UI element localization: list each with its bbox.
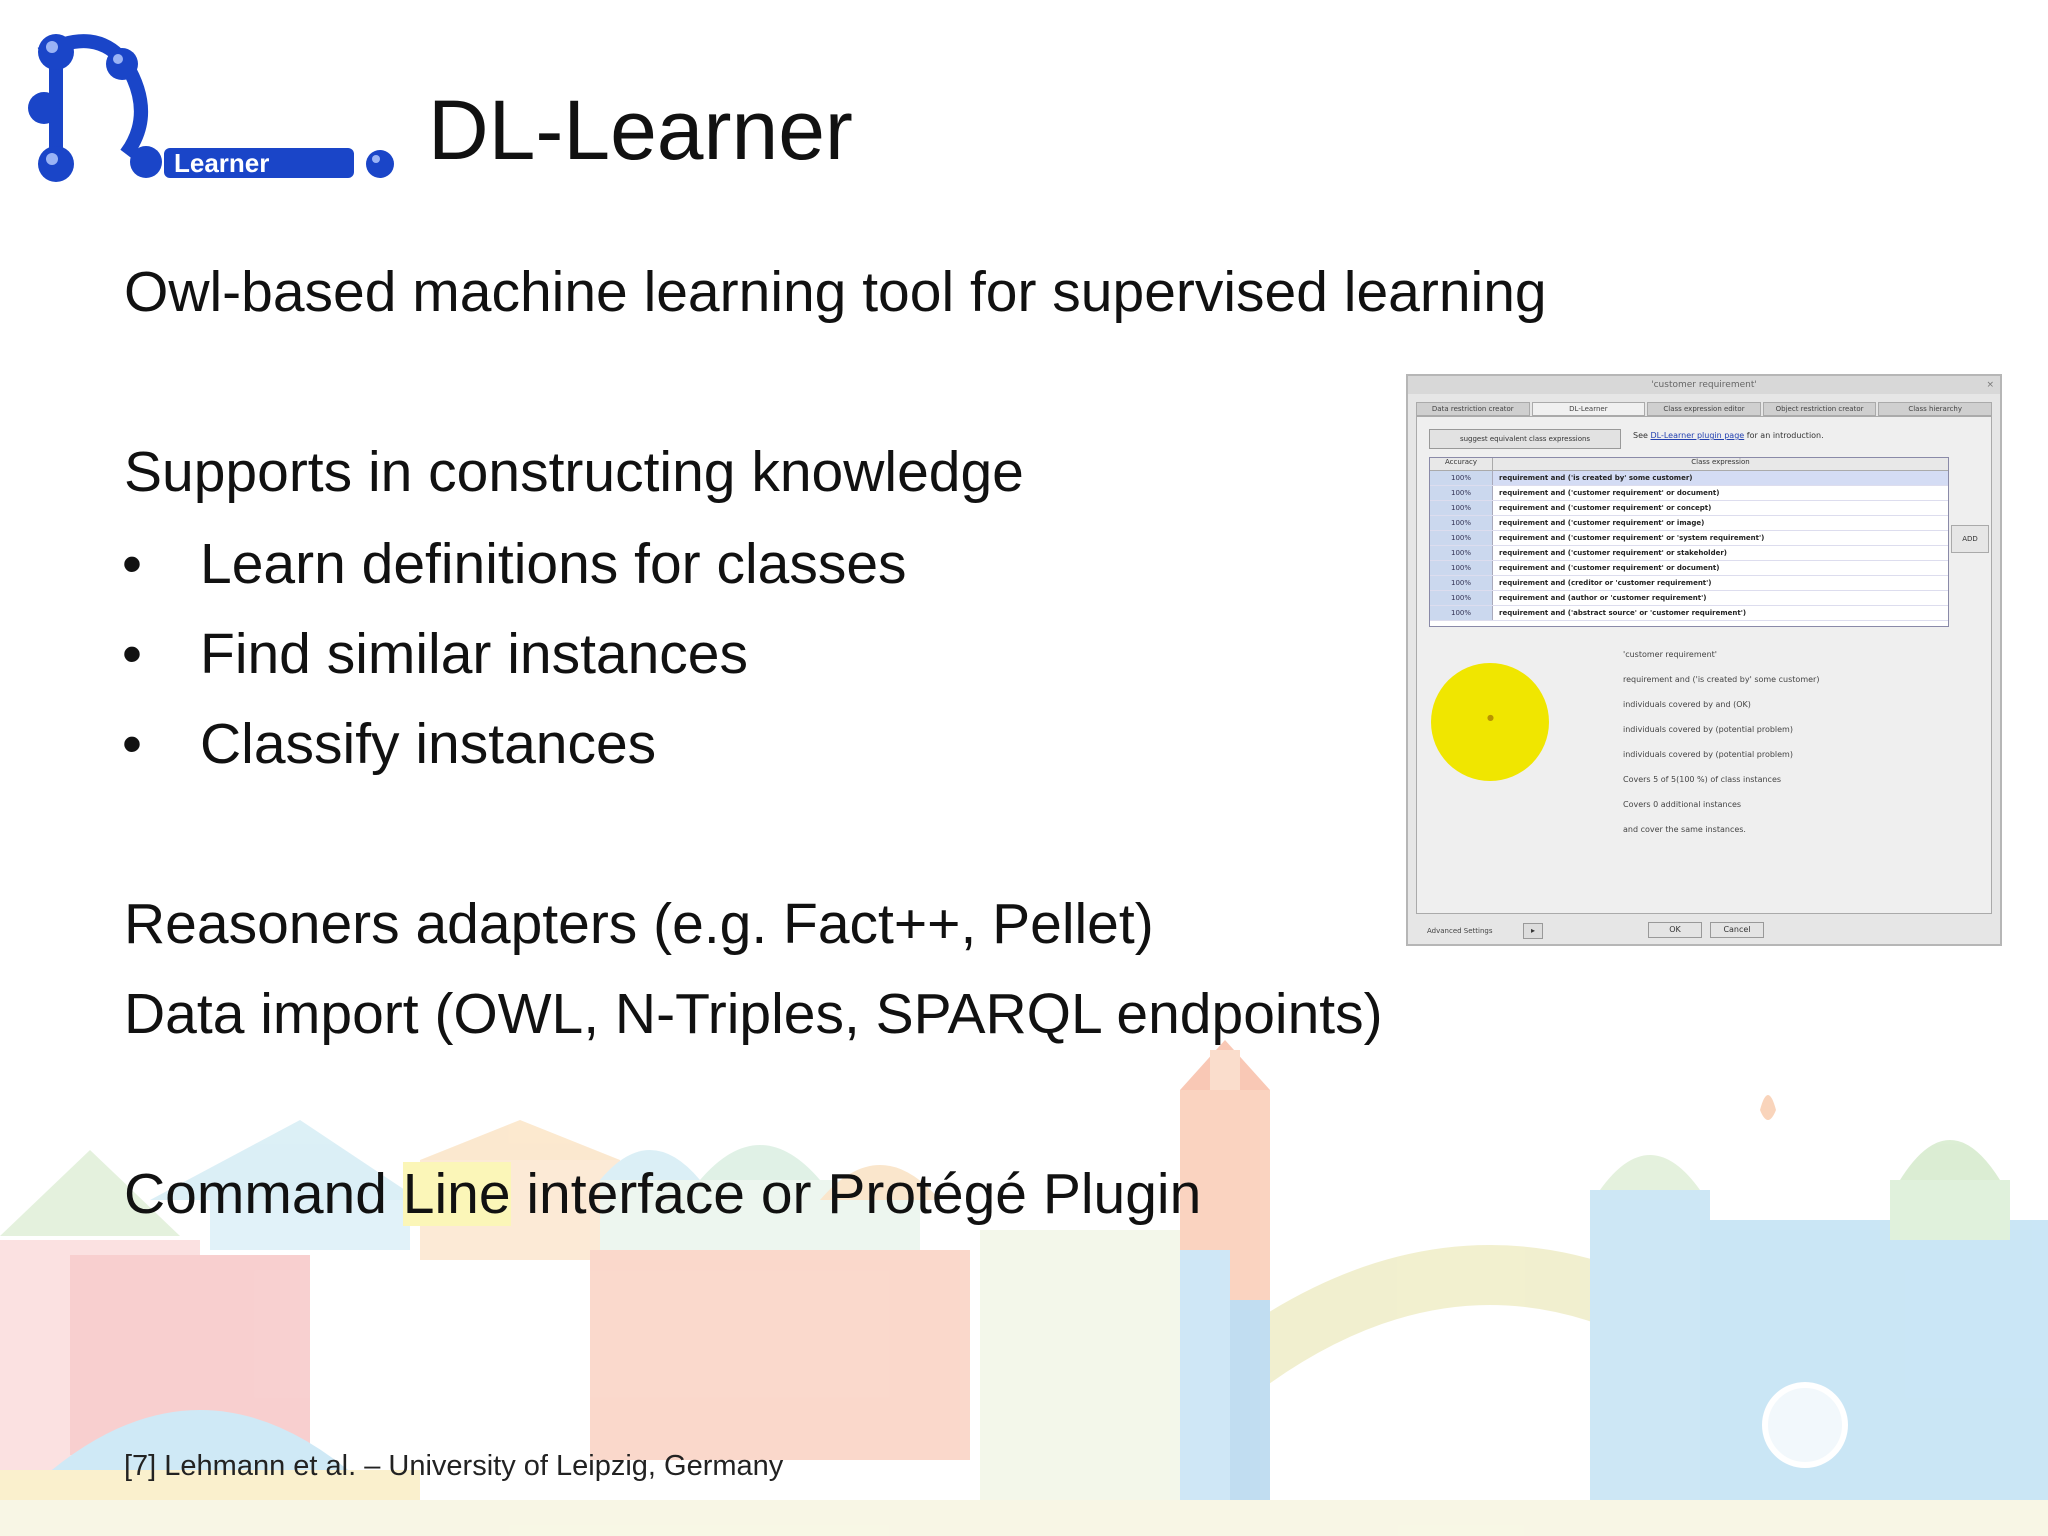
interface-line-part2: interface or Protégé Plugin bbox=[510, 1162, 1202, 1226]
expression-cell: requirement and ('customer requirement' … bbox=[1499, 519, 1705, 527]
coverage-legend: 'customer requirement' requirement and (… bbox=[1623, 649, 1843, 849]
instance-dot-icon: ● bbox=[1487, 713, 1494, 722]
intro-line: Owl-based machine learning tool for supe… bbox=[124, 260, 1547, 324]
accuracy-cell: 100% bbox=[1430, 606, 1493, 620]
expression-cell: requirement and ('customer requirement' … bbox=[1499, 534, 1765, 542]
window-title: 'customer requirement' bbox=[1408, 376, 2000, 394]
interface-line-part1: Command bbox=[124, 1162, 403, 1226]
legend-item: individuals covered by (potential proble… bbox=[1623, 750, 1793, 759]
close-icon: × bbox=[1986, 380, 1994, 390]
bullet-learn-definitions: Learn definitions for classes bbox=[200, 532, 907, 596]
legend-item: Covers 0 additional instances bbox=[1623, 800, 1742, 809]
legend-item: and cover the same instances. bbox=[1623, 825, 1746, 834]
expression-cell: requirement and (creditor or 'customer r… bbox=[1499, 579, 1712, 587]
legend-item: requirement and ('is created by' some cu… bbox=[1623, 675, 1820, 684]
cancel-button: Cancel bbox=[1710, 922, 1764, 938]
data-import-line: Data import (OWL, N-Triples, SPARQL endp… bbox=[124, 982, 1383, 1046]
accuracy-cell: 100% bbox=[1430, 591, 1493, 605]
accuracy-cell: 100% bbox=[1430, 576, 1493, 590]
expression-cell: requirement and ('customer requirement' … bbox=[1499, 504, 1712, 512]
table-row: 100% requirement and ('customer requireme… bbox=[1430, 561, 1948, 576]
table-row: 100% requirement and (creditor or 'custom… bbox=[1430, 576, 1948, 591]
bullet-classify: Classify instances bbox=[200, 712, 657, 776]
bullet-find-similar: Find similar instances bbox=[200, 622, 749, 686]
expression-cell: requirement and ('abstract source' or 'c… bbox=[1499, 609, 1747, 617]
see-prefix: See bbox=[1633, 431, 1651, 440]
plugin-page-link: DL-Learner plugin page bbox=[1650, 431, 1745, 440]
ok-button: OK bbox=[1648, 922, 1702, 938]
accuracy-cell: 100% bbox=[1430, 471, 1493, 485]
tab-bar: Data restriction creator DL-Learner Clas… bbox=[1416, 402, 1992, 416]
header-class-expression: Class expression bbox=[1691, 458, 1750, 466]
expression-cell: requirement and ('customer requirement' … bbox=[1499, 549, 1727, 557]
legend-item: Covers 5 of 5(100 %) of class instances bbox=[1623, 775, 1782, 784]
tab-dl-learner: DL-Learner bbox=[1531, 402, 1646, 416]
interface-line-highlight: Line bbox=[402, 1162, 511, 1226]
tab-class-expression-editor: Class expression editor bbox=[1647, 402, 1761, 416]
suggestions-table: Accuracy Class expression 100%requiremen… bbox=[1429, 457, 1949, 627]
intro-hint: See DL-Learner plugin page for an introd… bbox=[1633, 431, 1824, 440]
expression-cell: requirement and ('customer requirement' … bbox=[1499, 564, 1720, 572]
table-row: 100% requirement and ('abstract source' o… bbox=[1430, 606, 1948, 621]
footer-citation: [7] Lehmann et al. – University of Leipz… bbox=[124, 1450, 784, 1482]
bullet-marker: • bbox=[122, 622, 142, 686]
dl-learner-logo: Learner bbox=[28, 34, 394, 182]
accuracy-cell: 100% bbox=[1430, 516, 1493, 530]
table-row: 100% requirement and ('customer requireme… bbox=[1430, 531, 1948, 546]
table-header: Accuracy Class expression bbox=[1430, 458, 1948, 471]
expression-cell: requirement and ('is created by' some cu… bbox=[1493, 471, 1948, 485]
accuracy-cell: 100% bbox=[1430, 561, 1493, 575]
table-row: 100% requirement and (author or 'customer… bbox=[1430, 591, 1948, 606]
expression-cell: requirement and ('customer requirement' … bbox=[1499, 489, 1720, 497]
bullet-marker: • bbox=[122, 532, 142, 596]
suggest-button: suggest equivalent class expressions bbox=[1429, 429, 1621, 449]
logo-text: Learner bbox=[174, 148, 269, 178]
table-row: 100% requirement and ('customer requireme… bbox=[1430, 501, 1948, 516]
accuracy-cell: 100% bbox=[1430, 546, 1493, 560]
tab-data-restriction: Data restriction creator bbox=[1416, 402, 1530, 416]
see-suffix: for an introduction. bbox=[1744, 431, 1824, 440]
dl-learner-panel: suggest equivalent class expressions See… bbox=[1416, 416, 1992, 939]
add-button: ADD bbox=[1951, 525, 1989, 553]
interface-line: Command Line interface or Protégé Plugin bbox=[124, 1162, 1201, 1226]
accuracy-cell: 100% bbox=[1430, 531, 1493, 545]
tab-object-restriction: Object restriction creator bbox=[1762, 402, 1877, 416]
legend-item: 'customer requirement' bbox=[1623, 650, 1717, 659]
table-row: 100% requirement and ('customer requireme… bbox=[1430, 546, 1948, 561]
header-accuracy: Accuracy bbox=[1430, 458, 1493, 470]
table-row: 100% requirement and ('customer requireme… bbox=[1430, 516, 1948, 531]
expression-cell: requirement and (author or 'customer req… bbox=[1499, 594, 1707, 602]
tab-class-hierarchy: Class hierarchy bbox=[1878, 402, 1992, 416]
bullet-marker: • bbox=[122, 712, 142, 776]
slide-title: DL-Learner bbox=[428, 83, 853, 177]
expand-advanced-icon: ▸ bbox=[1523, 923, 1543, 939]
supports-heading: Supports in constructing knowledge bbox=[124, 440, 1024, 504]
accuracy-cell: 100% bbox=[1430, 501, 1493, 515]
accuracy-cell: 100% bbox=[1430, 486, 1493, 500]
advanced-settings-label: Advanced Settings bbox=[1427, 927, 1493, 935]
coverage-venn-circle: ● bbox=[1431, 663, 1549, 781]
reasoners-line: Reasoners adapters (e.g. Fact++, Pellet) bbox=[124, 892, 1154, 956]
table-row: 100% requirement and ('customer requireme… bbox=[1430, 486, 1948, 501]
legend-item: individuals covered by (potential proble… bbox=[1623, 725, 1793, 734]
legend-item: individuals covered by and (OK) bbox=[1623, 700, 1751, 709]
table-row: 100%requirement and ('is created by' som… bbox=[1430, 471, 1948, 486]
protege-plugin-screenshot: 'customer requirement' × Data restrictio… bbox=[1406, 374, 2002, 946]
